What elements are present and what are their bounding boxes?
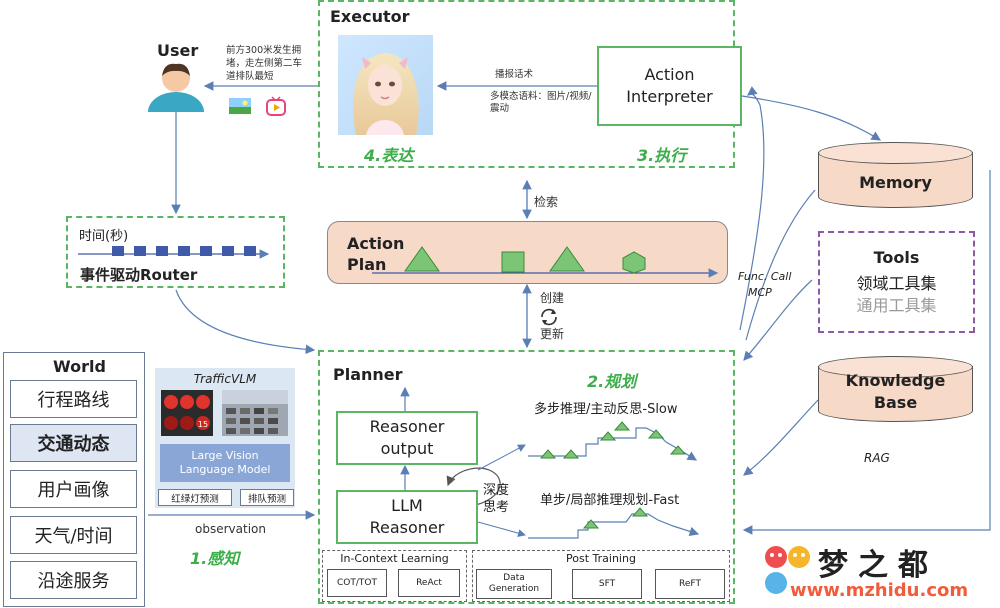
post-item-reft: ReFT <box>655 569 725 599</box>
watermark-name: 梦之都 <box>818 548 938 583</box>
arrow-label-multimodal: 多模态语料：图片/视频/震动 <box>490 91 592 114</box>
func-call-label: Func. Call <box>738 270 792 283</box>
action-interpreter-box: Action Interpreter <box>597 46 742 126</box>
mcp-label: MCP <box>748 286 772 299</box>
world-item-services: 沿途服务 <box>10 561 137 599</box>
user-label: User <box>157 41 199 60</box>
memory-cylinder-top <box>818 142 973 164</box>
router-name: 事件驱动Router <box>80 266 198 284</box>
icl-panel <box>322 550 467 602</box>
user-message: 前方300米发生拥堵，走左侧第二车道排队最短 <box>226 45 303 82</box>
router-panel <box>66 216 285 288</box>
planner-title: Planner <box>333 365 403 384</box>
traffic-vlm-panel <box>155 368 295 508</box>
post-training-title: Post Training <box>566 552 636 565</box>
avatar-image <box>338 35 433 135</box>
traffic-vlm-title: TrafficVLM <box>193 372 257 386</box>
world-item-weather-time: 天气/时间 <box>10 516 137 554</box>
post-item-sft: SFT <box>572 569 642 599</box>
fast-label: 单步/局部推理规划-Fast <box>540 493 680 508</box>
perception-label: 1.感知 <box>190 549 240 568</box>
post-item-data-generation: Data Generation <box>476 569 552 599</box>
action-plan-title: Action Plan <box>347 234 405 274</box>
kb-cylinder-top <box>818 356 973 378</box>
update-label: 更新 <box>540 327 565 341</box>
icl-title: In-Context Learning <box>340 552 449 565</box>
traffic-light-image: 15 <box>161 390 213 436</box>
icl-item-cot: COT/TOT <box>327 569 387 597</box>
plan-label: 2.规划 <box>587 372 637 391</box>
slow-label: 多步推理/主动反思-Slow <box>534 402 678 417</box>
vlm-model-box: Large Vision Language Model <box>160 444 290 482</box>
refresh-icon <box>541 308 557 326</box>
retrieve-label: 检索 <box>534 195 559 209</box>
user-icon <box>148 63 204 112</box>
tools-domain: 领域工具集 <box>856 274 937 293</box>
watermark-url: www.mzhidu.com <box>790 580 969 601</box>
icl-item-react: ReAct <box>398 569 460 597</box>
memory-label: Memory <box>859 173 932 192</box>
world-item-route: 行程路线 <box>10 380 137 418</box>
executor-title: Executor <box>330 7 410 26</box>
slow-reasoning-steps <box>528 421 698 461</box>
planner-panel <box>318 350 735 604</box>
tools-general: 通用工具集 <box>856 296 937 315</box>
world-item-traffic: 交通动态 <box>10 424 137 462</box>
traffic-light-countdown: 15 <box>198 420 208 429</box>
watermark-logo-icon <box>765 546 810 594</box>
image-icon <box>229 98 251 114</box>
reasoner-output-box: Reasoner output <box>336 411 478 465</box>
tools-panel <box>818 231 975 333</box>
kb-label: Knowledge Base <box>845 371 946 412</box>
vlm-tag-queue: 排队预测 <box>240 489 294 506</box>
llm-reasoner-box: LLM Reasoner <box>336 490 478 544</box>
router-time-label: 时间(秒) <box>79 229 129 244</box>
vlm-tag-light: 红绿灯预测 <box>158 489 232 506</box>
deep-think-label: 深度思考 <box>483 483 510 515</box>
router-timeline <box>78 246 270 259</box>
create-label: 创建 <box>540 291 565 305</box>
observation-label: observation <box>195 522 266 536</box>
world-title: World <box>53 357 106 376</box>
rag-label: RAG <box>864 451 890 465</box>
express-label: 4.表达 <box>364 146 414 165</box>
action-plan-timeline <box>372 246 719 278</box>
traffic-queue-image <box>222 390 288 436</box>
fast-reasoning-steps <box>528 507 700 539</box>
arrow-label-speech: 播报话术 <box>495 69 534 80</box>
tools-title: Tools <box>873 248 920 267</box>
world-item-user-profile: 用户画像 <box>10 470 137 508</box>
video-icon <box>266 96 286 116</box>
post-training-panel <box>472 550 730 602</box>
execute-label: 3.执行 <box>637 146 687 165</box>
